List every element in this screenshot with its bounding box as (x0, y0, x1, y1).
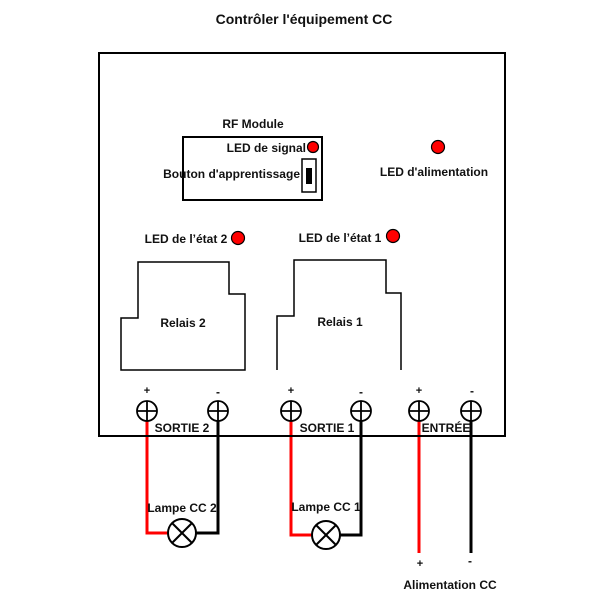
out2-plus-sign: + (144, 385, 150, 397)
status-led-1-icon (385, 228, 401, 244)
supply-plus-sign: + (417, 558, 423, 570)
out1-minus-terminal[interactable] (350, 400, 372, 422)
rf-module-box (182, 136, 323, 201)
out2-plus-terminal[interactable] (136, 400, 158, 422)
output-1-label: SORTIE 1 (300, 421, 355, 435)
power-led-icon (430, 139, 446, 155)
power-led-label: LED d'alimentation (380, 165, 488, 179)
diagram-title: Contrôler l'équipement CC (216, 11, 393, 27)
learn-button-switch-icon[interactable] (306, 168, 312, 184)
lamp-2-label: Lampe CC 2 (147, 501, 217, 515)
out2-positive-wire (145, 419, 168, 535)
lamp-1-icon (311, 520, 341, 550)
out1-negative-wire (340, 419, 363, 537)
learn-button-label: Bouton d'apprentissage (163, 167, 300, 181)
lamp-2-icon (167, 518, 197, 548)
status-led-1-label: LED de l’état 1 (299, 231, 382, 245)
input-plus-terminal[interactable] (408, 400, 430, 422)
signal-led-label: LED de signal (227, 141, 306, 155)
output-2-label: SORTIE 2 (155, 421, 210, 435)
signal-led-icon (306, 140, 320, 154)
relay-2-label: Relais 2 (160, 316, 206, 330)
in-plus-sign: + (416, 385, 422, 397)
out1-minus-sign: - (359, 385, 363, 399)
input-label: ENTRÉE (422, 420, 471, 435)
out1-plus-terminal[interactable] (280, 400, 302, 422)
relay-1-label: Relais 1 (317, 315, 363, 329)
out2-negative-wire (196, 419, 220, 535)
relay-1-outline (276, 259, 402, 370)
out1-plus-sign: + (288, 385, 294, 397)
learn-button[interactable] (301, 158, 317, 193)
out1-positive-wire (289, 419, 312, 537)
lamp-1-label: Lampe CC 1 (291, 500, 361, 514)
relay-2-outline (120, 261, 246, 371)
in-minus-sign: - (470, 384, 474, 398)
status-led-2-icon (230, 230, 246, 246)
input-minus-terminal[interactable] (460, 400, 482, 422)
out2-minus-terminal[interactable] (207, 400, 229, 422)
supply-minus-sign: - (468, 554, 472, 568)
status-led-2-label: LED de l’état 2 (145, 232, 228, 246)
power-supply-label: Alimentation CC (403, 578, 497, 592)
rf-module-title: RF Module (222, 117, 284, 131)
out2-minus-sign: - (216, 385, 220, 399)
